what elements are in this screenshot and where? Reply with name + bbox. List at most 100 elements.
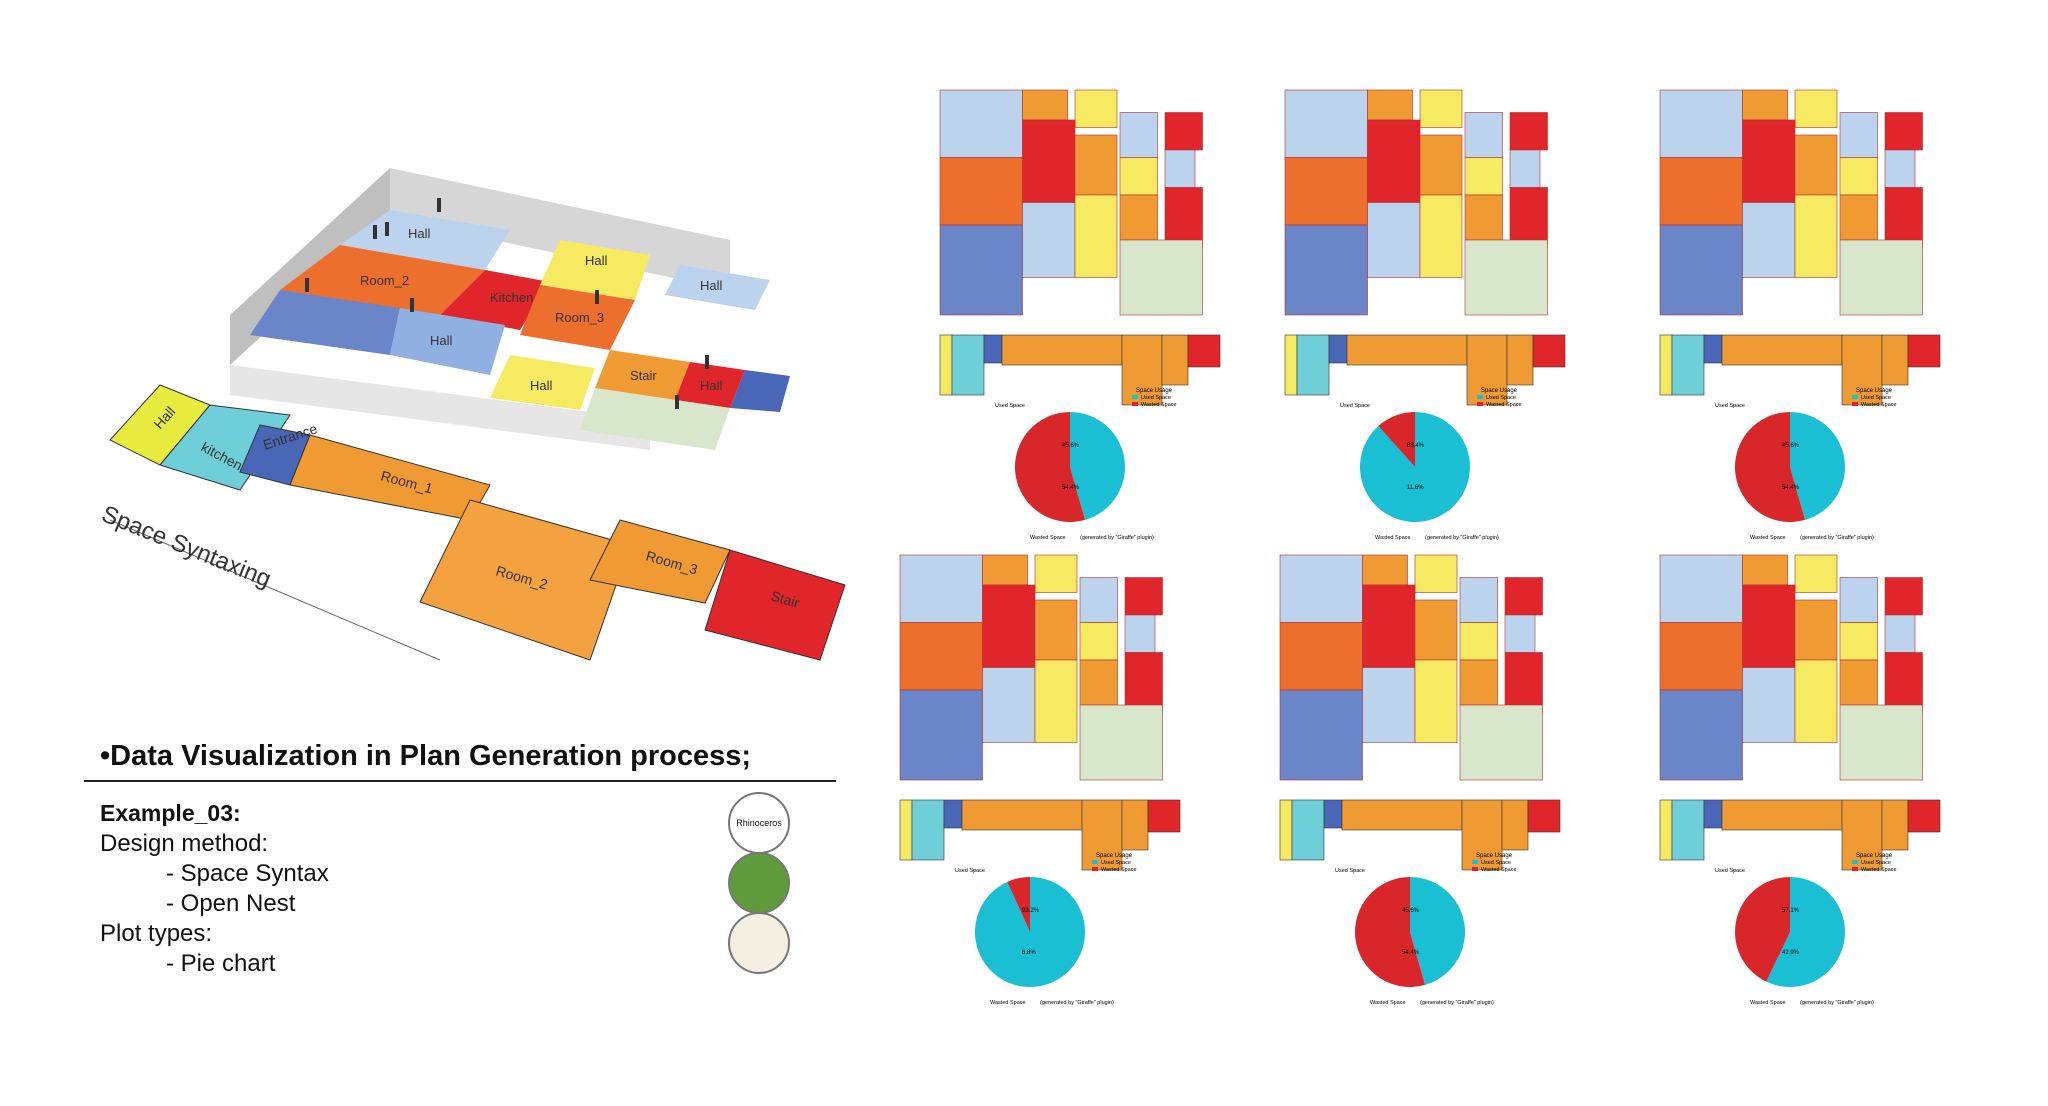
- iso-label: Hall: [700, 278, 723, 293]
- plan-room: [1884, 112, 1923, 151]
- plan-room: [1367, 119, 1421, 203]
- plan-room: [1794, 659, 1838, 743]
- plan-room: [1034, 599, 1078, 661]
- plan-room: [1742, 89, 1788, 121]
- plan-room: [1659, 157, 1743, 226]
- plan-room: [1509, 187, 1548, 248]
- plan-room: [1022, 202, 1076, 278]
- plan-room: [1509, 149, 1541, 188]
- plan-room: [1367, 202, 1421, 278]
- strip-room: [1659, 334, 1673, 396]
- iso-label: Kitchen: [490, 290, 533, 305]
- page-title: •Data Visualization in Plan Generation p…: [100, 740, 752, 772]
- iso-label: Stair: [630, 368, 657, 383]
- pie-slice-wasted: [1735, 412, 1806, 522]
- plan-room: [939, 224, 1023, 316]
- design-method-label: Design method:: [100, 830, 269, 857]
- pie-legend-wasted: Wasted Space: [1861, 402, 1897, 408]
- pie-label-used: 45.6%: [1062, 443, 1080, 449]
- plan-room: [1034, 659, 1078, 743]
- method-item: - Open Nest: [166, 890, 296, 917]
- plan-room: [1742, 667, 1796, 743]
- pie-footer: (generated by "Giraffe" plugin): [1425, 535, 1499, 541]
- strip-room: [1147, 799, 1181, 833]
- plan-room: [1839, 622, 1878, 661]
- plan-room: [899, 622, 983, 691]
- iso-label: Hall: [430, 333, 453, 348]
- strip-room: [1001, 334, 1123, 366]
- plan-room: [1419, 194, 1463, 278]
- plan-room: [1414, 554, 1458, 593]
- strip-room: [1841, 334, 1883, 406]
- pie-label-wasted: 54.4%: [1062, 485, 1080, 491]
- pie-slice-used: [1790, 412, 1846, 520]
- method-item: - Space Syntax: [166, 860, 329, 887]
- plan-room: [1362, 554, 1408, 586]
- plan-room: [1659, 224, 1743, 316]
- plan-room: [1504, 614, 1536, 653]
- plan-room: [1504, 652, 1543, 713]
- plot-type-item: - Pie chart: [166, 950, 276, 977]
- strip-room: [1187, 334, 1221, 368]
- isometric-floor-plan: Hall Room_2 Kitchen Hall Hall Room_3 Hal…: [98, 168, 846, 661]
- pie-outer-wasted: Wasted Space: [1750, 1000, 1786, 1006]
- pie-outer-used: Used Space: [1715, 868, 1745, 874]
- pie-slice-wasted: [1355, 877, 1426, 987]
- plot-types-label: Plot types:: [100, 920, 213, 947]
- strip-room: [1881, 799, 1909, 851]
- plan-room: [1034, 554, 1078, 593]
- pie-label-used: 45.6%: [1402, 908, 1420, 914]
- plan-room: [1742, 119, 1796, 203]
- plan-room: [1164, 112, 1203, 151]
- plan-room: [1022, 119, 1076, 203]
- plan-room: [1794, 194, 1838, 278]
- strip-room: [943, 799, 963, 829]
- strip-room: [1721, 799, 1843, 831]
- plan-room: [982, 667, 1036, 743]
- strip-room: [1341, 799, 1463, 831]
- grasshopper-logo: [728, 852, 790, 914]
- plan-room: [1074, 89, 1118, 128]
- strip-room: [1081, 799, 1123, 871]
- plan-room: [1464, 194, 1503, 241]
- pie-label-used: 45.6%: [1782, 443, 1800, 449]
- plan-room: [1884, 149, 1916, 188]
- pie-label-wasted: 11.6%: [1407, 485, 1424, 491]
- plan-room: [1284, 224, 1368, 316]
- plan-room: [1124, 577, 1163, 616]
- pie-footer: (generated by "Giraffe" plugin): [1800, 535, 1874, 541]
- plan-room: [1119, 239, 1203, 316]
- strip-room: [899, 799, 913, 861]
- strip-room: [1703, 799, 1723, 829]
- plan-room: [1119, 112, 1158, 158]
- pie-outer-wasted: Wasted Space: [1375, 535, 1411, 541]
- plan-room: [1659, 554, 1743, 623]
- plan-room: [1464, 239, 1548, 316]
- plan-room: [899, 689, 983, 781]
- pie-outer-used: Used Space: [1340, 403, 1370, 409]
- pie-legend-title: Space Usage: [1096, 853, 1133, 859]
- pie-outer-used: Used Space: [1335, 868, 1365, 874]
- pie-legend-title: Space Usage: [1476, 853, 1513, 859]
- title-divider: [84, 780, 836, 782]
- pie-legend-wasted: Wasted Space: [1486, 402, 1522, 408]
- plan-room: [1794, 554, 1838, 593]
- plan-room: [1074, 134, 1118, 196]
- strip-room: [1323, 799, 1343, 829]
- plan-room: [1504, 577, 1543, 616]
- strip-room: [1659, 799, 1673, 861]
- strip-room: [1328, 334, 1348, 364]
- plan-room: [982, 584, 1036, 668]
- plan-room: [1279, 622, 1363, 691]
- pie-label-wasted: 42.9%: [1782, 950, 1800, 956]
- pie-legend-used: Used Space: [1141, 395, 1171, 401]
- plan-room: [1279, 554, 1363, 623]
- iso-label: Hall: [530, 378, 553, 393]
- pie-label-used: 93.2%: [1022, 908, 1040, 914]
